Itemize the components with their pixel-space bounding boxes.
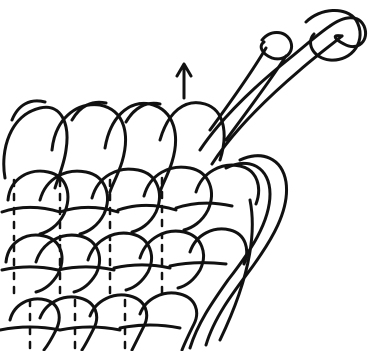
- third-loop-row: [2, 229, 247, 292]
- second-loop-row: [2, 165, 259, 234]
- upward-arrow: [177, 64, 191, 98]
- top-loop-row: [4, 101, 224, 192]
